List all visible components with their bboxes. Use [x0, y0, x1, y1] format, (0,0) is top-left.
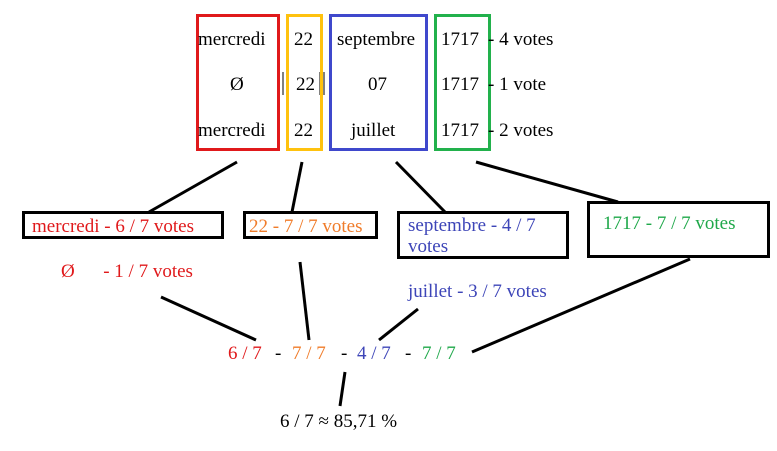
row1-day: mercredi: [198, 29, 266, 50]
row3-votes: - 2 votes: [488, 120, 554, 141]
connector-date-bottom: [298, 261, 311, 341]
month-summary-line1: septembre - 4 / 7: [408, 215, 536, 236]
combined-month: 4 / 7: [357, 343, 391, 364]
day-summary: mercredi - 6 / 7 votes: [32, 216, 194, 237]
date-summary: 22 - 7 / 7 votes: [249, 216, 363, 237]
date-column-box: [286, 14, 323, 151]
row3-month: juillet: [351, 120, 396, 141]
combined-year: 7 / 7: [422, 343, 456, 364]
year-summary-box: 1717 - 7 / 7 votes: [587, 201, 770, 258]
row2-month: 07: [368, 74, 387, 95]
row1-year: 1717: [441, 29, 479, 50]
row1-month: septembre: [337, 29, 416, 50]
year-column-box: [434, 14, 491, 151]
connector-day-bottom: [160, 295, 257, 342]
combined-sep-1: -: [275, 343, 282, 364]
connector-month-top: [394, 160, 447, 214]
row3-day: mercredi: [198, 120, 266, 141]
row2-date: 22: [296, 74, 315, 95]
combined-date: 7 / 7: [292, 343, 326, 364]
day-column-box: [196, 14, 280, 151]
month-summary-box: septembre - 4 / 7 votes: [397, 211, 569, 259]
row2-votes: - 1 vote: [488, 74, 547, 95]
row3-date: 22: [294, 120, 313, 141]
combined-sep-3: -: [405, 343, 412, 364]
connector-day-top: [148, 160, 238, 214]
date-summary-box: 22 - 7 / 7 votes: [243, 211, 378, 239]
connector-result: [338, 371, 347, 407]
row1-date: 22: [294, 29, 313, 50]
connector-year-top: [475, 160, 619, 204]
row1-votes: - 4 votes: [488, 29, 554, 50]
month-summary-alt: juillet - 3 / 7 votes: [408, 281, 547, 302]
combined-day: 6 / 7: [228, 343, 262, 364]
day-summary-alt: Ø - 1 / 7 votes: [61, 261, 193, 282]
row2-day: Ø: [230, 74, 244, 95]
combined-sep-2: -: [341, 343, 348, 364]
connector-date-top: [290, 161, 304, 213]
result: 6 / 7 ≈ 85,71 %: [280, 411, 398, 432]
year-summary: 1717 - 7 / 7 votes: [603, 213, 736, 234]
connector-month-bottom: [378, 307, 419, 342]
month-summary-line2: votes: [408, 236, 449, 257]
month-column-box: [329, 14, 428, 151]
day-summary-box: mercredi - 6 / 7 votes: [22, 211, 224, 239]
row2-year: 1717: [441, 74, 479, 95]
row3-year: 1717: [441, 120, 479, 141]
connector-year-bottom: [471, 257, 691, 354]
